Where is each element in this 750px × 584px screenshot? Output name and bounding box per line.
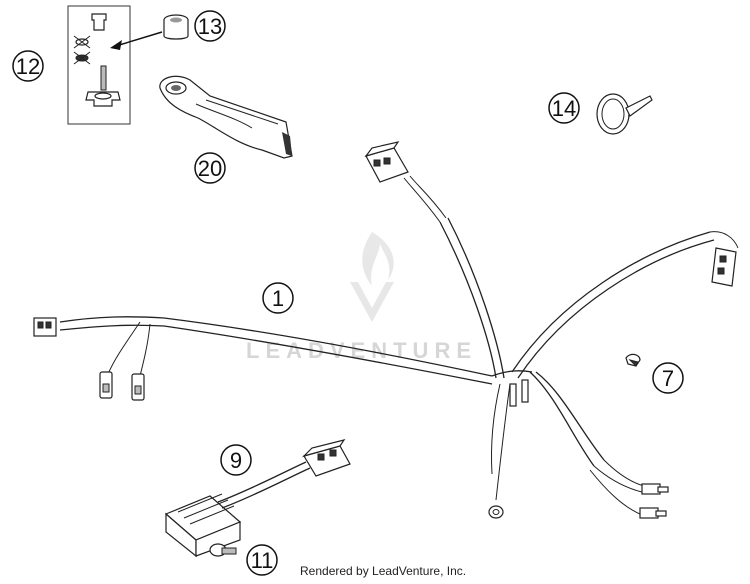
- callout-20: 20: [194, 152, 226, 184]
- part-14-cable-tie: [596, 93, 653, 135]
- svg-text:11: 11: [251, 548, 274, 573]
- svg-text:7: 7: [662, 366, 674, 391]
- part-9-regulator: [164, 439, 351, 558]
- callout-7: 7: [652, 362, 684, 394]
- svg-text:14: 14: [552, 96, 576, 121]
- svg-text:1: 1: [272, 286, 284, 311]
- callout-9: 9: [220, 444, 252, 476]
- callout-1: 1: [262, 282, 294, 314]
- svg-text:20: 20: [198, 156, 222, 181]
- callout-14: 14: [548, 92, 580, 124]
- part-7-clip: [625, 353, 641, 367]
- pointer-arrow: [110, 31, 163, 50]
- svg-text:13: 13: [198, 14, 222, 39]
- callout-13: 13: [194, 10, 226, 42]
- wire-harness: [33, 141, 739, 519]
- part-11-screw: [209, 543, 237, 557]
- part-13-bushing: [163, 14, 189, 40]
- svg-text:12: 12: [16, 54, 40, 79]
- inset-box-part-12: [67, 5, 131, 125]
- part-20-bracket: [159, 75, 293, 159]
- callout-11: 11: [246, 544, 278, 576]
- footer-credit: Rendered by LeadVenture, Inc.: [300, 564, 467, 578]
- callout-12: 12: [12, 50, 44, 82]
- watermark-logo: [350, 232, 394, 322]
- svg-text:9: 9: [230, 448, 242, 473]
